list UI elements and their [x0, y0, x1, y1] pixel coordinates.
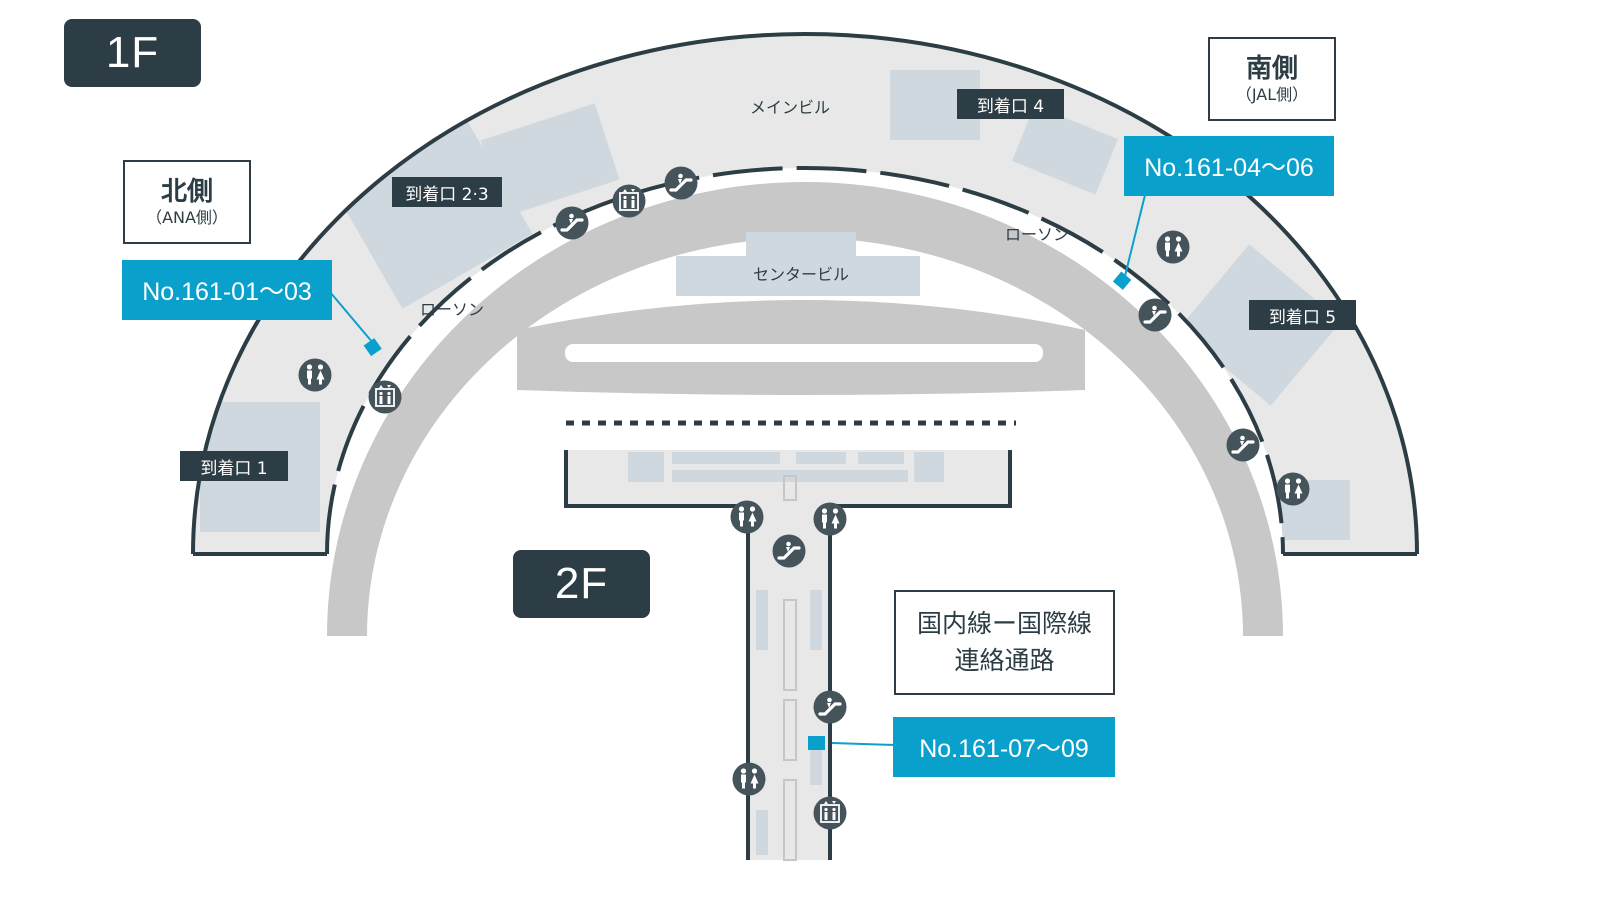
- connector-passage-box: 国内線ー国際線 連絡通路: [894, 590, 1115, 695]
- upper-concourse: [327, 182, 1283, 636]
- station-connector-leader: [831, 742, 896, 746]
- hall-room: [672, 452, 780, 464]
- corridor-room: [756, 810, 768, 855]
- escalator-icon: [664, 166, 698, 200]
- ring-inner-wall: [325, 166, 1285, 555]
- main-building-label: メインビル: [750, 98, 831, 117]
- hall-room: [858, 452, 904, 464]
- restroom-icon: [1276, 472, 1310, 506]
- station-north-callout[interactable]: No.161-01～03: [122, 260, 332, 320]
- escalator-icon: [1226, 428, 1260, 462]
- gate-4-label: 到着口 4: [957, 89, 1064, 119]
- station-connector-callout[interactable]: No.161-07～09: [893, 717, 1115, 777]
- restroom-icon: [813, 502, 847, 536]
- hall-room: [914, 452, 944, 482]
- hall-room: [628, 452, 664, 482]
- escalator-icon: [772, 534, 806, 568]
- restroom-icon: [1156, 230, 1190, 264]
- restroom-icon: [730, 500, 764, 534]
- corridor-walkway: [783, 699, 797, 761]
- corridor-room: [756, 590, 768, 650]
- north-side-subtitle: （ANA側）: [146, 208, 228, 227]
- center-building: [676, 256, 920, 296]
- corridor-walkway: [783, 779, 797, 861]
- hall-room: [796, 452, 846, 464]
- lawson-north-label: ローソン: [420, 300, 485, 319]
- escalator-icon: [1138, 298, 1172, 332]
- gate-5-label: 到着口 5: [1249, 300, 1356, 330]
- station-connector-marker: [808, 736, 825, 750]
- station-south-leader: [1124, 194, 1146, 277]
- corridor-walkway: [783, 599, 797, 691]
- elevator-icon: [813, 796, 847, 830]
- floor-badge-2f: 2F: [513, 550, 650, 618]
- south-side-box: 南側 （JAL側）: [1208, 37, 1336, 121]
- connector-passage-line2: 連絡通路: [954, 645, 1055, 675]
- lawson-south-label: ローソン: [1005, 225, 1070, 244]
- station-south-marker: [1112, 271, 1132, 290]
- floor-badge-1f: 1F: [64, 19, 201, 87]
- restroom-icon: [298, 358, 332, 392]
- center-building-label: センタービル: [753, 265, 850, 284]
- north-side-title: 北側: [160, 176, 213, 207]
- escalator-icon: [555, 206, 589, 240]
- center-building-top: [746, 232, 856, 258]
- station-north-marker: [363, 338, 382, 357]
- north-side-box: 北側 （ANA側）: [123, 160, 251, 244]
- gate-2-3-label: 到着口 2·3: [392, 177, 502, 207]
- station-north-leader: [329, 291, 374, 344]
- south-side-title: 南側: [1245, 53, 1298, 84]
- road-lane: [565, 344, 1043, 362]
- corridor-walkway: [783, 475, 797, 501]
- corridor-room: [810, 745, 822, 785]
- elevator-icon: [368, 380, 402, 414]
- corridor-room: [810, 590, 822, 650]
- south-side-subtitle: （JAL側）: [1235, 85, 1309, 104]
- elevator-icon: [612, 184, 646, 218]
- restroom-icon: [732, 762, 766, 796]
- connector-passage-line1: 国内線ー国際線: [916, 609, 1092, 639]
- station-south-callout[interactable]: No.161-04～06: [1124, 136, 1334, 196]
- gate-1-label: 到着口 1: [180, 451, 288, 481]
- escalator-icon: [813, 690, 847, 724]
